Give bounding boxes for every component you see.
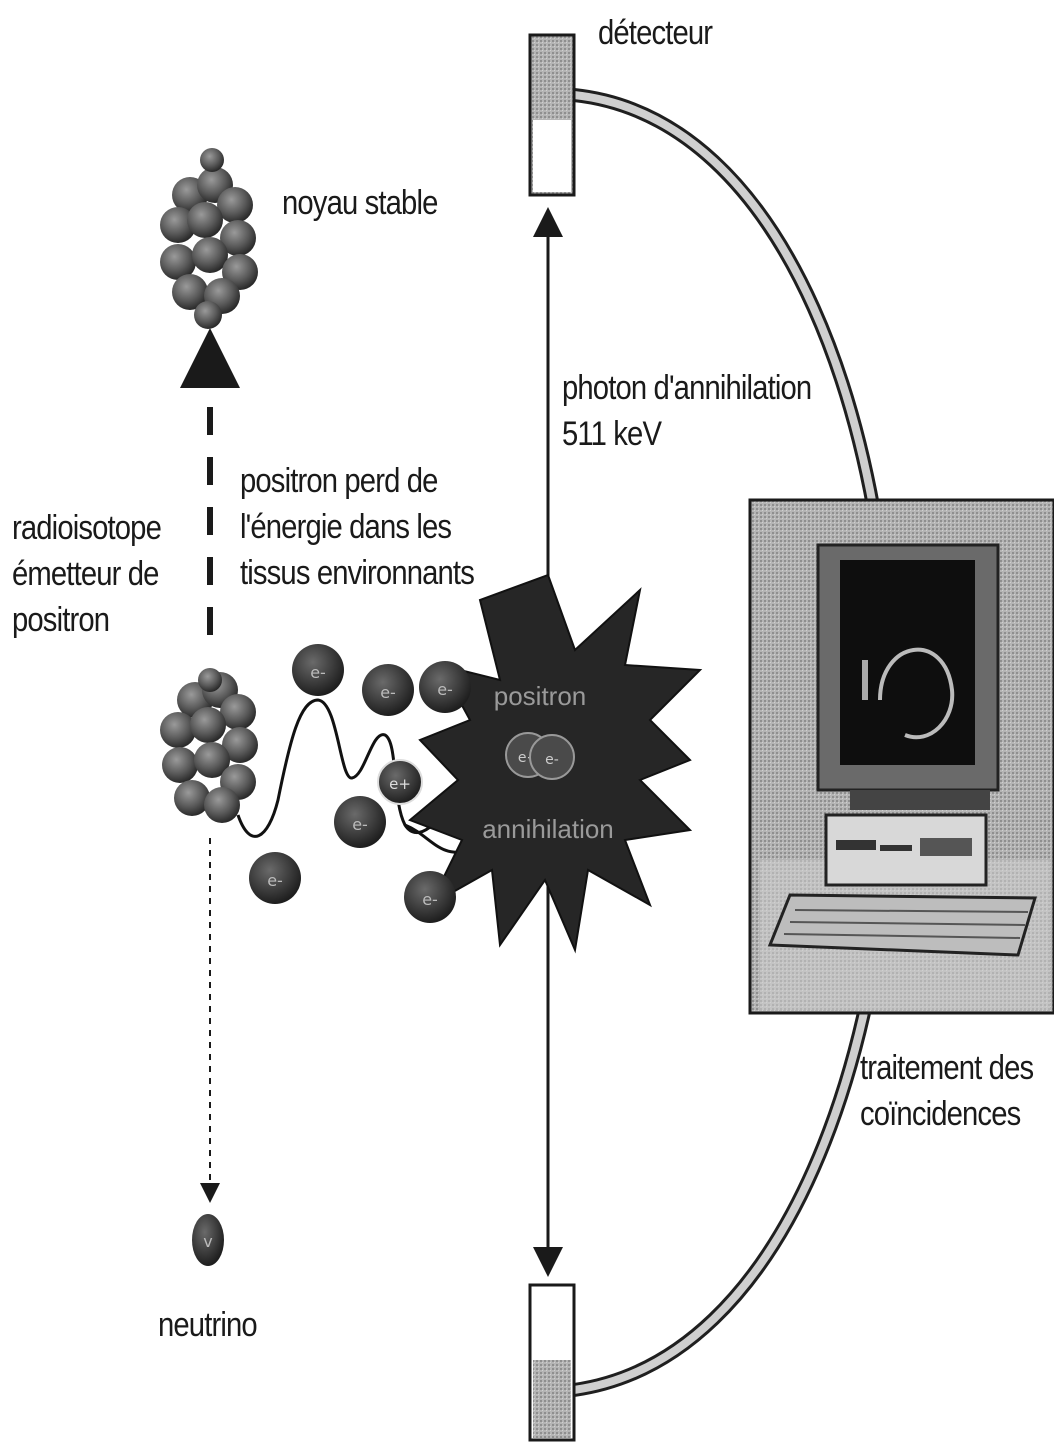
electron-particle: e-: [362, 664, 414, 716]
stable-nucleus-icon: [160, 148, 258, 329]
electron-particle: e-: [334, 796, 386, 848]
radioisotope-label: radioisotope émetteur de positron: [12, 505, 161, 643]
svg-text:e-: e-: [310, 663, 326, 682]
neutrino-label: neutrino: [158, 1302, 257, 1348]
svg-text:e+: e+: [389, 775, 411, 793]
electron-particle: e-: [419, 661, 471, 713]
coincidence-processing-label: traitement des coïncidences: [860, 1045, 1033, 1137]
stable-nucleus-label: noyau stable: [282, 180, 437, 226]
radioisotope-nucleus-icon: [160, 668, 258, 823]
positron-energy-label: positron perd de l'énergie dans les tiss…: [240, 458, 474, 596]
neutrino-particle: v: [192, 1214, 224, 1266]
annihilation-pair: e+ e-: [506, 733, 574, 779]
svg-text:v: v: [203, 1232, 212, 1251]
computer-illustration: [750, 500, 1054, 1013]
svg-text:e-: e-: [437, 680, 453, 699]
electron-particle: e-: [249, 852, 301, 904]
annihilation-photon-label: photon d'annihilation 511 keV: [562, 365, 811, 457]
svg-text:e-: e-: [380, 683, 396, 702]
svg-text:e-: e-: [267, 871, 283, 890]
electron-particle: e-: [404, 871, 456, 923]
electron-particle: e-: [292, 644, 344, 696]
detector-label: détecteur: [598, 10, 712, 56]
svg-text:e-: e-: [422, 890, 438, 909]
svg-text:e-: e-: [545, 752, 559, 768]
burst-positron-label: positron: [494, 681, 587, 711]
svg-text:e-: e-: [352, 815, 368, 834]
positron-particle: e+: [378, 760, 422, 804]
burst-annihilation-label: annihilation: [482, 814, 614, 844]
